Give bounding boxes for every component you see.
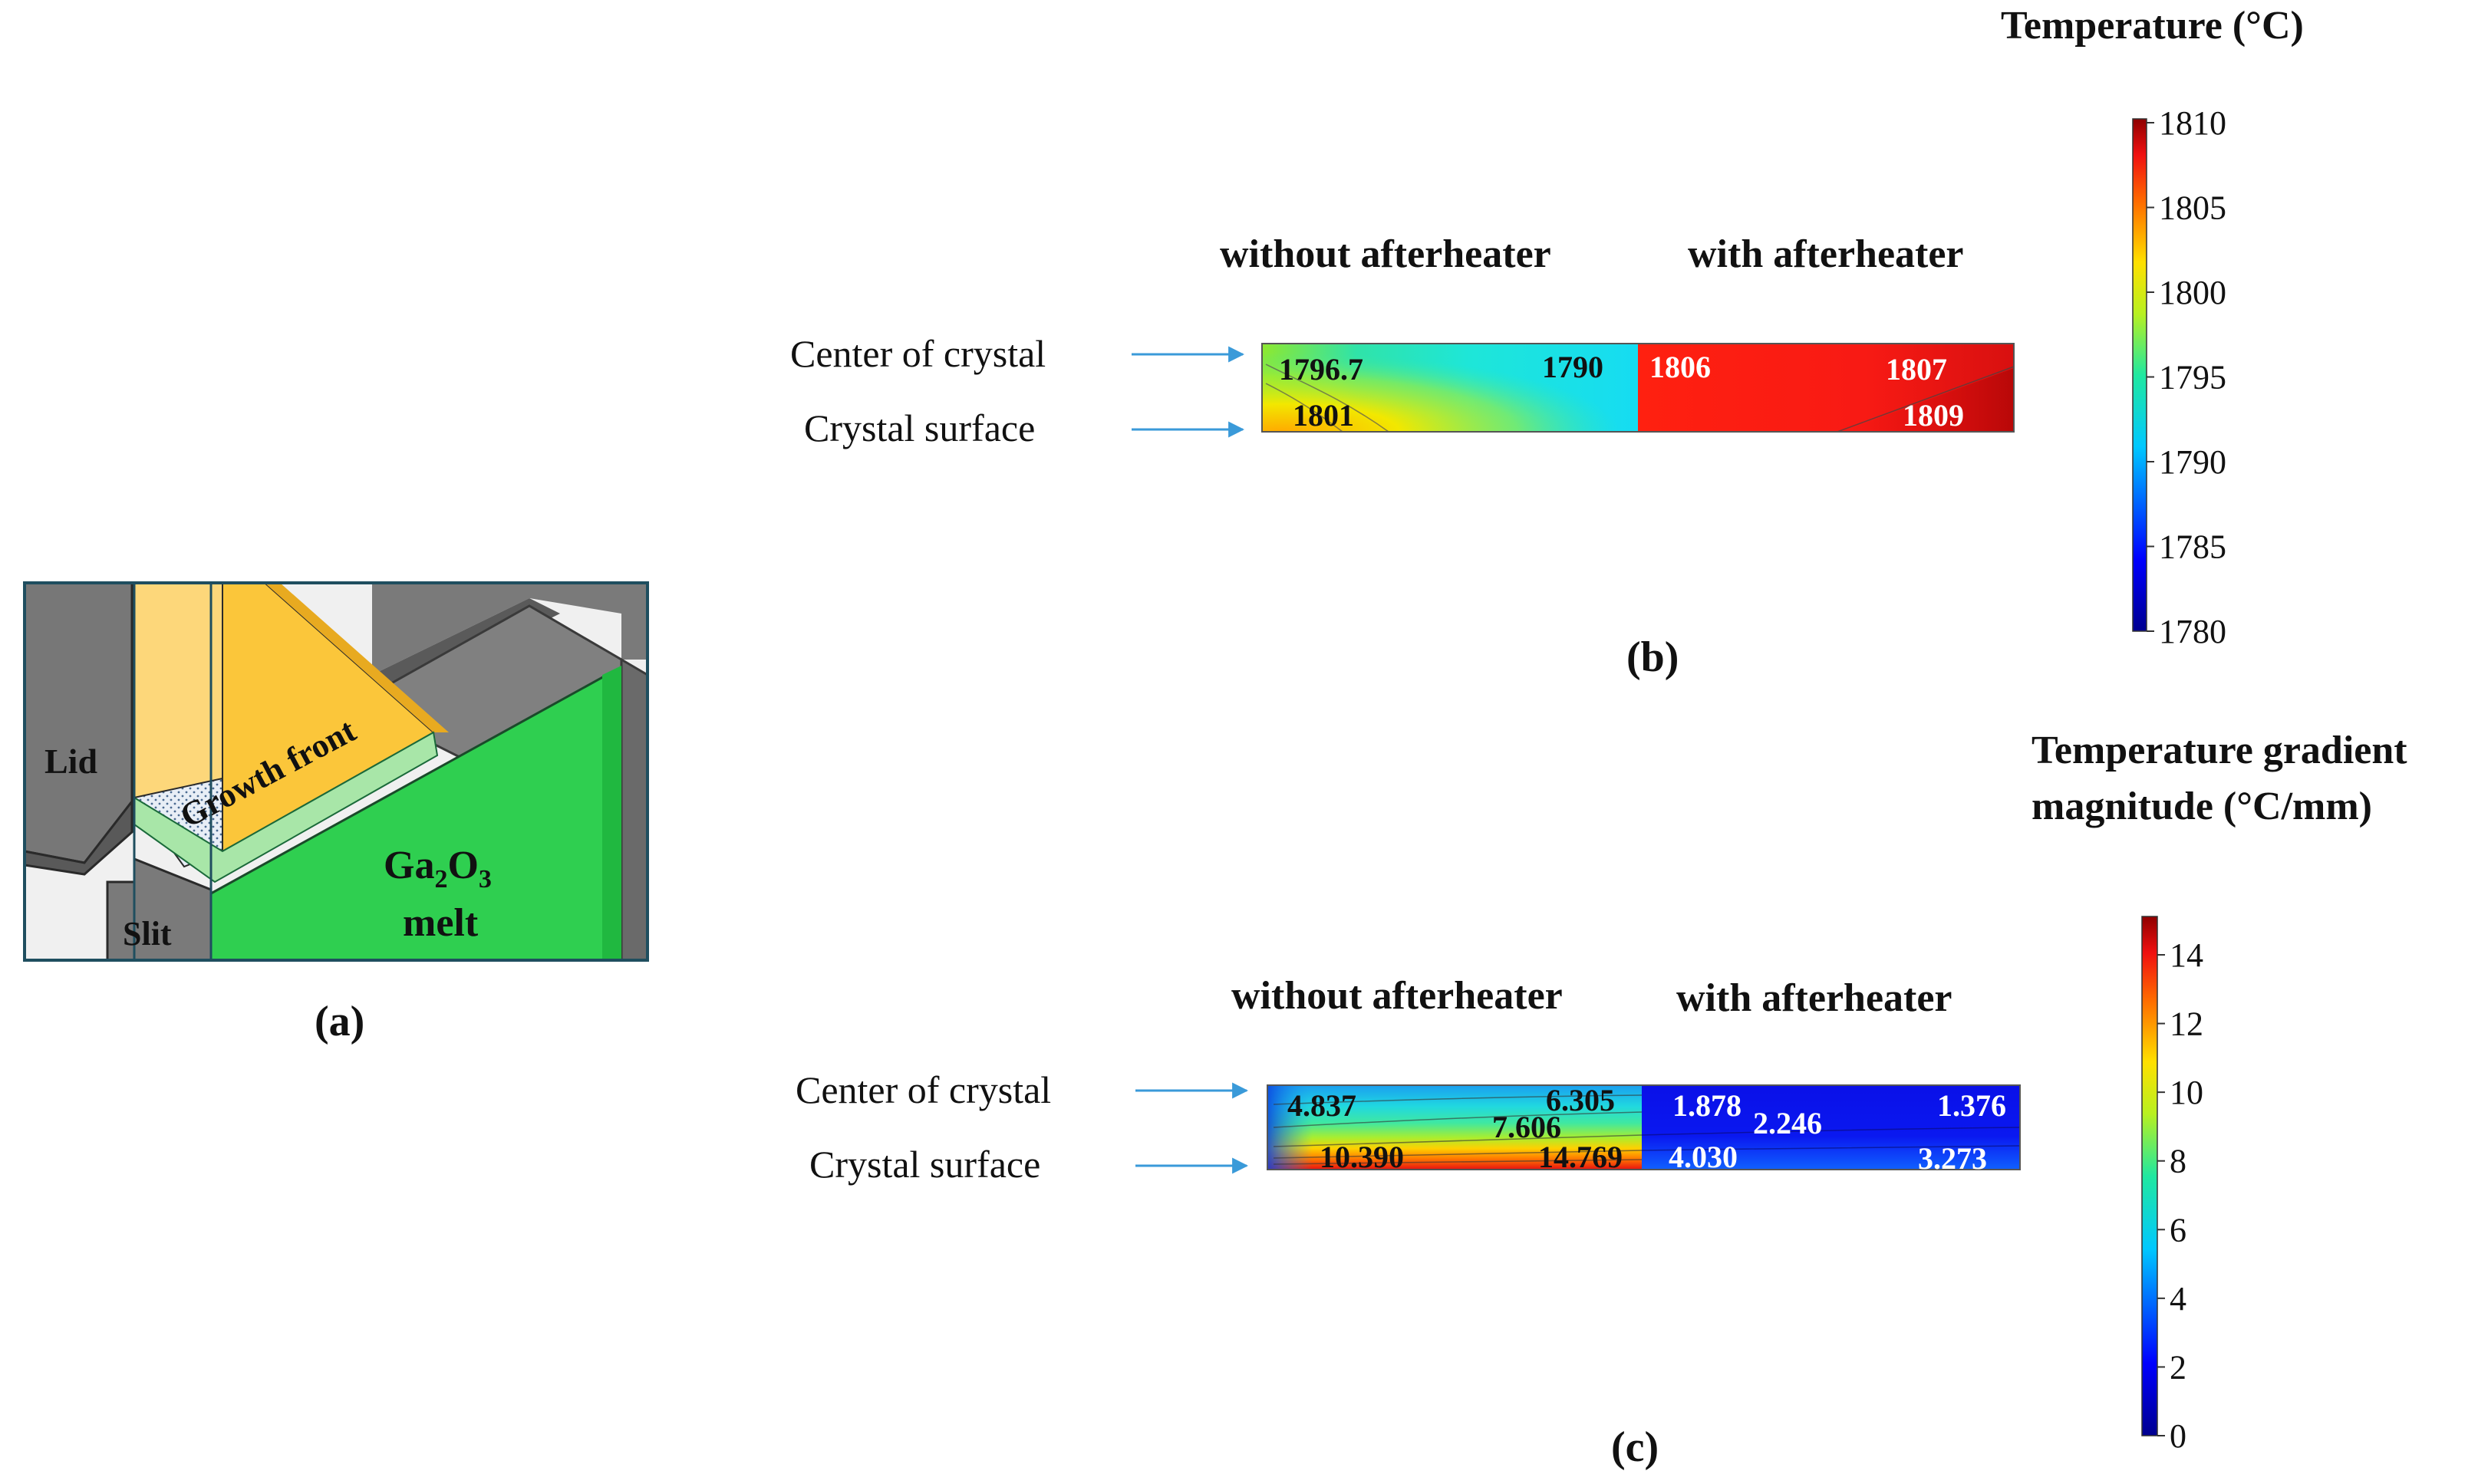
panel-b-contour-1 (1265, 364, 1389, 433)
panel-c-value-right-4: 4.030 (1669, 1140, 1738, 1174)
panel-c-surface-label: Crystal surface (809, 1143, 1040, 1186)
panel-b-value-right-1: 1806 (1649, 350, 1711, 384)
panel-b-right-hot-zone (1841, 368, 2014, 432)
colorbar-b-ticks: 1810 1805 1800 1795 1790 1785 1780 (2147, 104, 2226, 650)
panel-b-left-hot-zone (1262, 344, 1638, 432)
caption-a: (a) (315, 998, 364, 1045)
panel-c-heading-left: without afterheater (1231, 974, 1563, 1018)
panel-c-value-right-1: 1.878 (1672, 1088, 1742, 1123)
caption-c: (c) (1611, 1423, 1659, 1471)
panel-c-gradient-map (1267, 1084, 2021, 1170)
lid-label: Lid (44, 742, 97, 781)
colorbar-c-title-line2: magnitude (°C/mm) (2031, 785, 2372, 828)
panel-c-value-right-3: 1.376 (1937, 1088, 2006, 1123)
crystal-back (133, 582, 223, 799)
panel-b-contour-2 (1265, 383, 1343, 433)
panel-b-value-left-1: 1796.7 (1279, 352, 1363, 387)
die-block-right (620, 657, 649, 962)
colorbar-c-tick-label: 4 (2170, 1280, 2186, 1318)
melt-o: O (447, 844, 478, 887)
colorbar-b-tick-label: 1790 (2159, 443, 2226, 481)
slit-label: Slit (123, 915, 172, 953)
melt-o-subscript: 3 (479, 865, 492, 893)
panel-c-value-left-5: 14.769 (1538, 1140, 1623, 1174)
panel-c-contour-7 (1641, 1145, 2021, 1151)
panel-b-value-left-3: 1801 (1293, 398, 1354, 433)
panel-b-temperature-map (1261, 343, 2015, 433)
colorbar-c-tick-label: 12 (2170, 1005, 2203, 1043)
colorbar-b-tick-label: 1810 (2159, 104, 2226, 142)
colorbar-b-tick-label: 1785 (2159, 528, 2226, 566)
colorbar-b (2132, 118, 2147, 632)
colorbar-c-tick-label: 6 (2170, 1211, 2186, 1249)
panel-c-value-left-3: 7.606 (1492, 1110, 1561, 1144)
crystal-edge (265, 583, 449, 732)
panel-b-heading-left: without afterheater (1220, 232, 1551, 276)
colorbar-c-tick-label: 10 (2170, 1074, 2203, 1111)
panel-b-center-label: Center of crystal (790, 332, 1046, 375)
colorbar-c-ticks: 14 12 10 8 6 4 2 0 (2157, 936, 2203, 1455)
back-wall (25, 583, 648, 675)
colorbar-c (2141, 916, 2158, 1436)
colorbar-c-title-line1: Temperature gradient (2031, 729, 2407, 772)
panel-a-frame (23, 581, 649, 962)
panel-b-surface-label: Crystal surface (804, 406, 1035, 449)
panel-b-contour-3 (1837, 366, 2015, 433)
panel-b-value-right-3: 1809 (1903, 398, 1964, 433)
colorbar-b-tick-label: 1795 (2159, 359, 2226, 397)
colorbar-c-tick-label: 2 (2170, 1348, 2186, 1386)
melt-formula-label: Ga2O3 (384, 844, 492, 893)
panel-c-map-frame (1267, 1084, 2021, 1170)
colorbar-c-tick-label: 8 (2170, 1143, 2186, 1180)
panel-c-heading-right: with afterheater (1676, 976, 1952, 1020)
panel-c-value-left-2: 6.305 (1546, 1083, 1615, 1117)
panel-c-contour-2 (1273, 1111, 1643, 1128)
panel-c-value-left-4: 10.390 (1320, 1140, 1404, 1174)
panel-b-heading-right: with afterheater (1688, 232, 1964, 276)
panel-b-value-left-2: 1790 (1542, 350, 1603, 384)
panel-c-contour-3 (1273, 1134, 1643, 1147)
panel-c-contour-4 (1273, 1150, 1643, 1159)
panel-c-right-map (1642, 1085, 2020, 1170)
melt-ga: Ga (384, 844, 434, 887)
panel-b-value-right-2: 1807 (1886, 352, 1947, 387)
panel-a-illustration (23, 581, 649, 962)
panel-c-value-left-1: 4.837 (1287, 1088, 1356, 1123)
caption-b: (b) (1626, 633, 1679, 681)
melt-ga-subscript: 2 (434, 865, 447, 893)
panel-b-map-frame (1261, 343, 2015, 433)
colorbar-b-tick-label: 1780 (2159, 613, 2226, 650)
panel-c-value-right-5: 3.273 (1918, 1141, 1987, 1176)
colorbar-c-tick-label: 14 (2170, 936, 2203, 974)
colorbar-b-tick-label: 1805 (2159, 189, 2226, 227)
colorbar-b-tick-label: 1800 (2159, 274, 2226, 311)
panel-c-contour-5 (1273, 1159, 1643, 1165)
colorbar-b-title: Temperature (°C) (2001, 4, 2304, 48)
panel-c-center-label: Center of crystal (796, 1068, 1051, 1111)
panel-c-contour-1 (1273, 1094, 1643, 1105)
melt-right-edge (602, 666, 621, 960)
panel-c-value-right-2: 2.246 (1753, 1106, 1822, 1140)
melt-word-label: melt (403, 901, 479, 945)
panel-c-contour-6 (1641, 1127, 2021, 1136)
colorbar-c-tick-label: 0 (2170, 1417, 2186, 1455)
